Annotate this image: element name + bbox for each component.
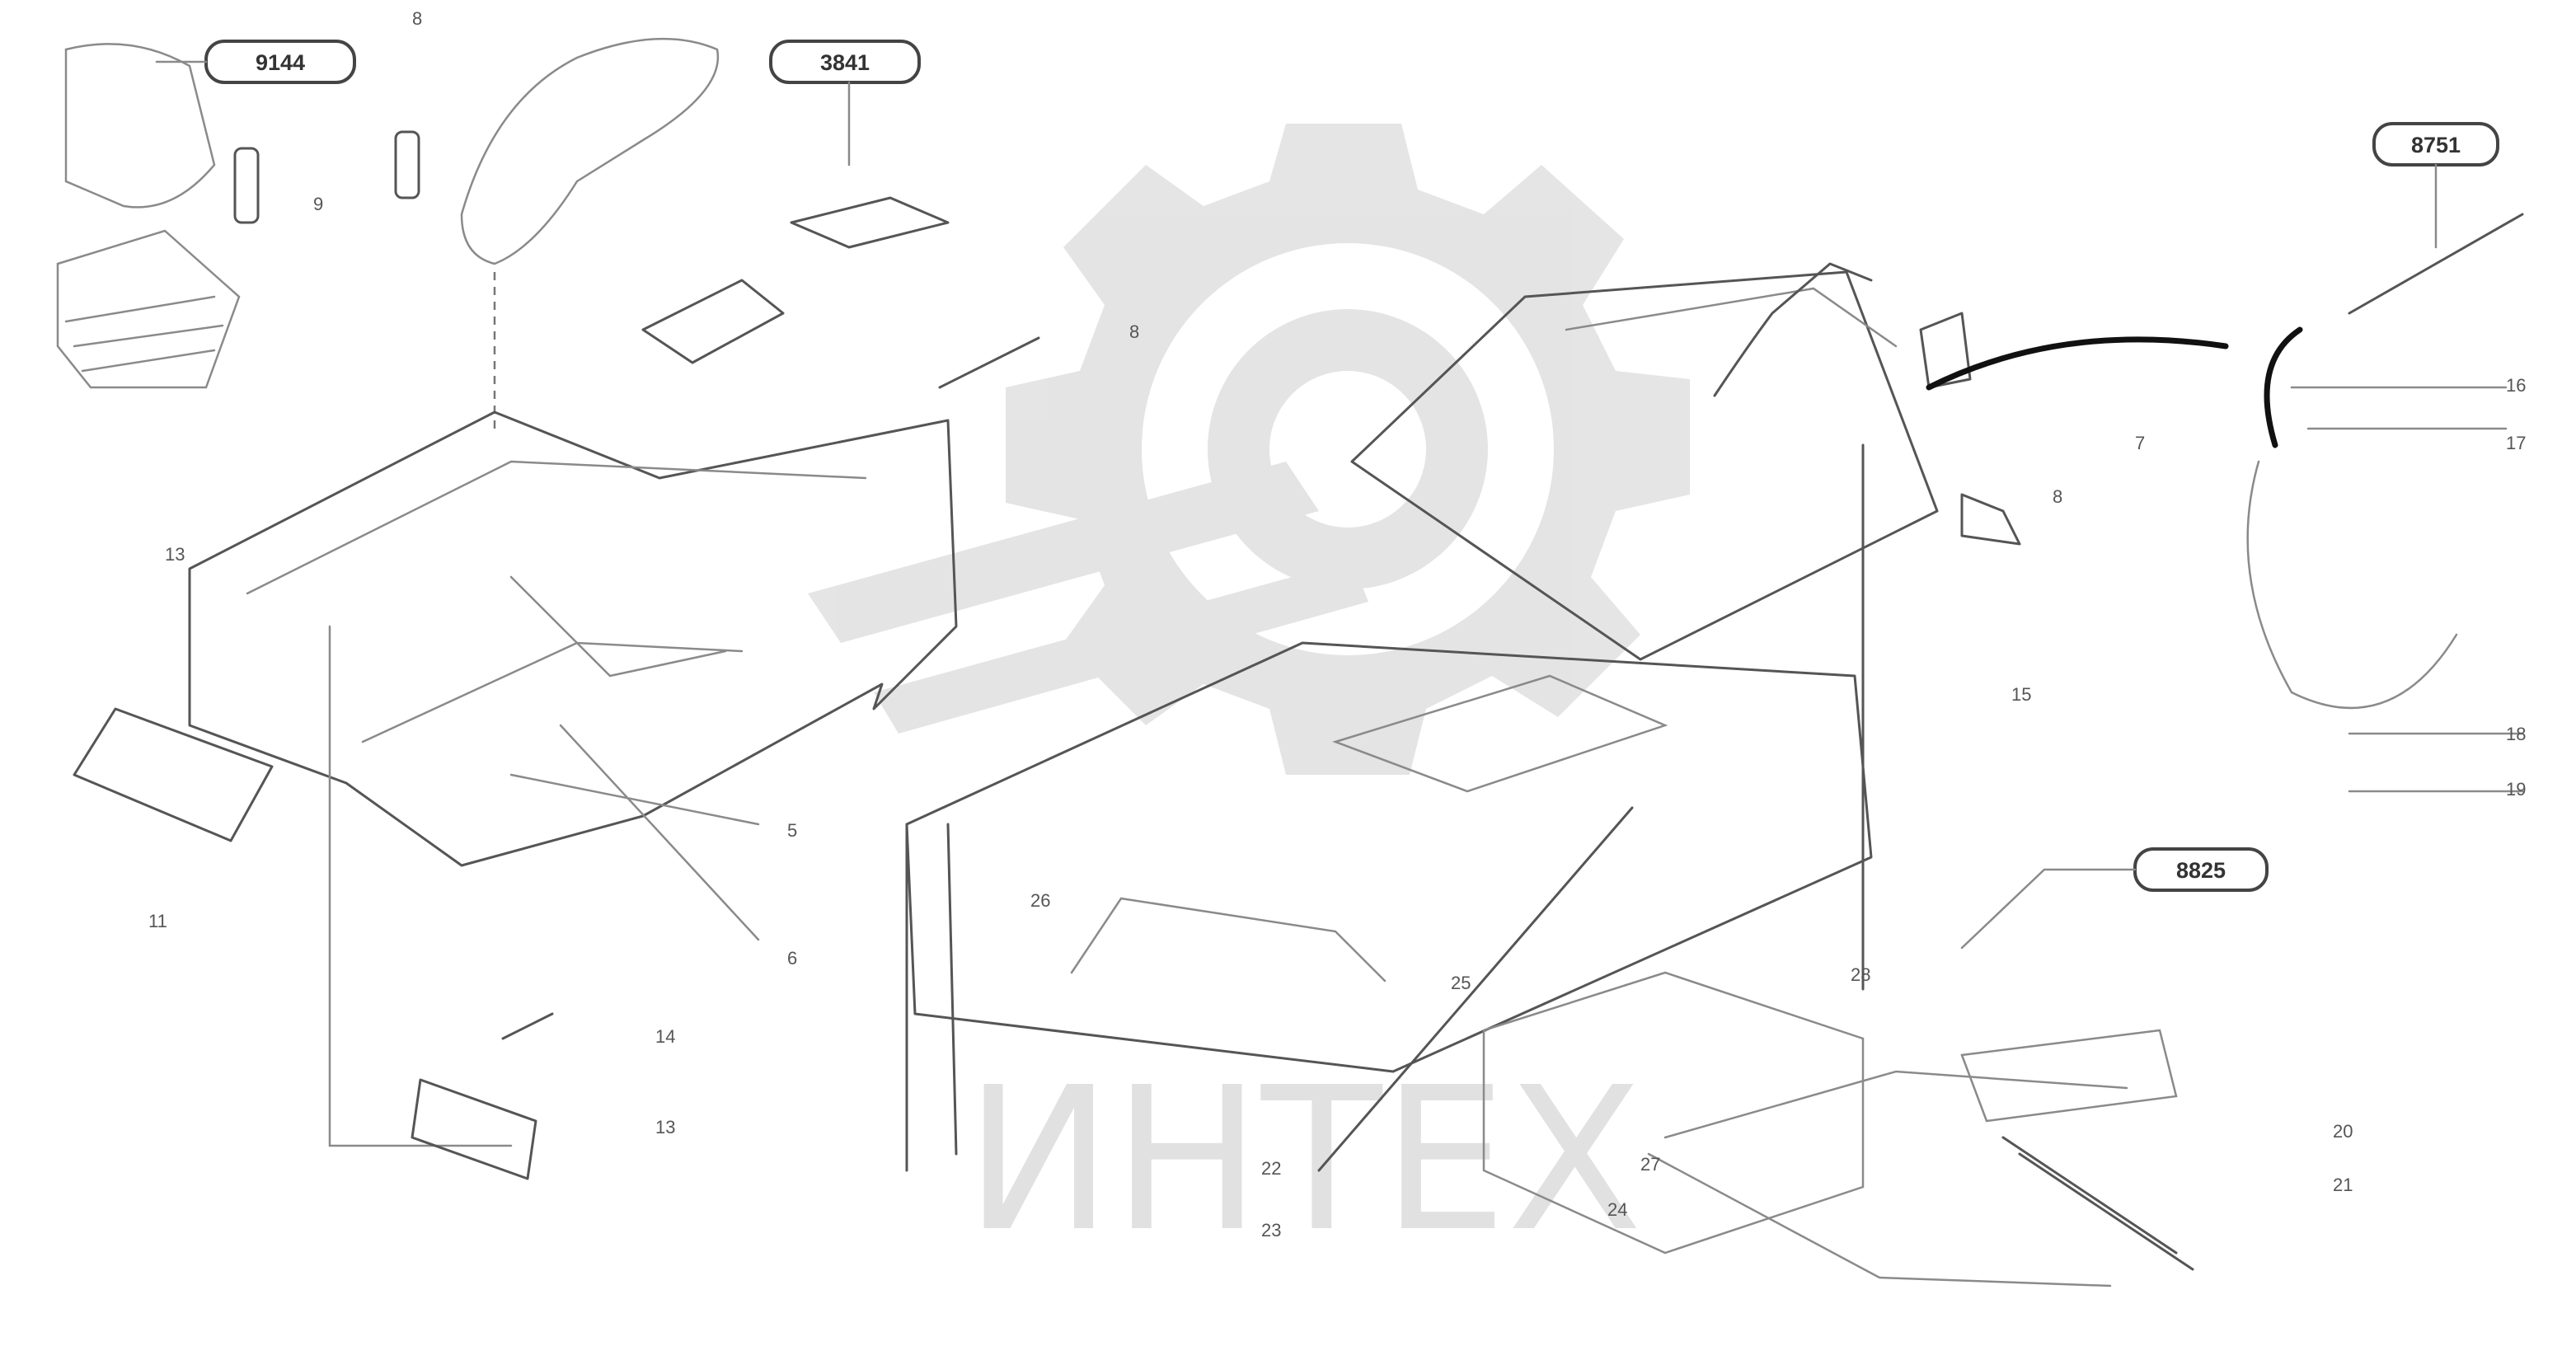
callout-label: 13 — [165, 544, 185, 565]
callout-label: 17 — [2506, 433, 2526, 453]
callout-label: 24 — [1607, 1199, 1627, 1220]
callout-label: 14 — [655, 1026, 675, 1047]
seat-assembly — [56, 37, 720, 429]
callout-label: 9 — [313, 194, 323, 214]
callout-label: 20 — [2333, 1121, 2353, 1142]
callout-label: 7 — [2135, 433, 2145, 453]
svg-text:8751: 8751 — [2411, 133, 2461, 157]
svg-text:9144: 9144 — [256, 50, 305, 75]
callout-label: 15 — [2011, 684, 2031, 705]
central-frame — [905, 262, 2194, 1287]
watermark-text: ИНТЕХ — [964, 1044, 1643, 1275]
svg-text:3841: 3841 — [820, 50, 870, 75]
reference-label-3: 8751 — [2372, 122, 2499, 249]
callout-label: 8 — [412, 8, 422, 29]
callout-label: 26 — [1030, 890, 1050, 911]
callout-label: 8 — [1129, 321, 1139, 342]
cable-assembly — [1926, 213, 2524, 793]
callout-label: 25 — [1451, 973, 1471, 993]
callout-label: 11 — [148, 911, 167, 931]
callout-label: 8 — [2053, 486, 2062, 507]
callout-label: 28 — [1851, 964, 1870, 985]
callout-label: 21 — [2333, 1175, 2353, 1195]
callout-label: 6 — [787, 948, 797, 968]
floor-frame-left — [73, 196, 1040, 1180]
callout-label: 22 — [1261, 1158, 1281, 1179]
callout-numbers: 8 13 9 8 5 6 11 14 13 7 8 15 16 17 18 19… — [148, 8, 2526, 1240]
reference-label-4: 8825 — [1960, 847, 2269, 950]
callout-label: 13 — [655, 1117, 675, 1137]
watermark-logo: ИНТЕХ — [808, 124, 1690, 1275]
reference-label-1: 9144 — [155, 40, 356, 84]
callout-label: 5 — [787, 820, 797, 841]
callout-label: 16 — [2506, 375, 2526, 396]
callout-label: 23 — [1261, 1220, 1281, 1240]
gear-logo-icon — [808, 124, 1690, 775]
reference-label-2: 3841 — [769, 40, 921, 166]
callout-label: 19 — [2506, 779, 2526, 800]
callout-label: 18 — [2506, 724, 2526, 744]
callout-label: 27 — [1640, 1154, 1660, 1175]
svg-text:8825: 8825 — [2176, 858, 2226, 883]
